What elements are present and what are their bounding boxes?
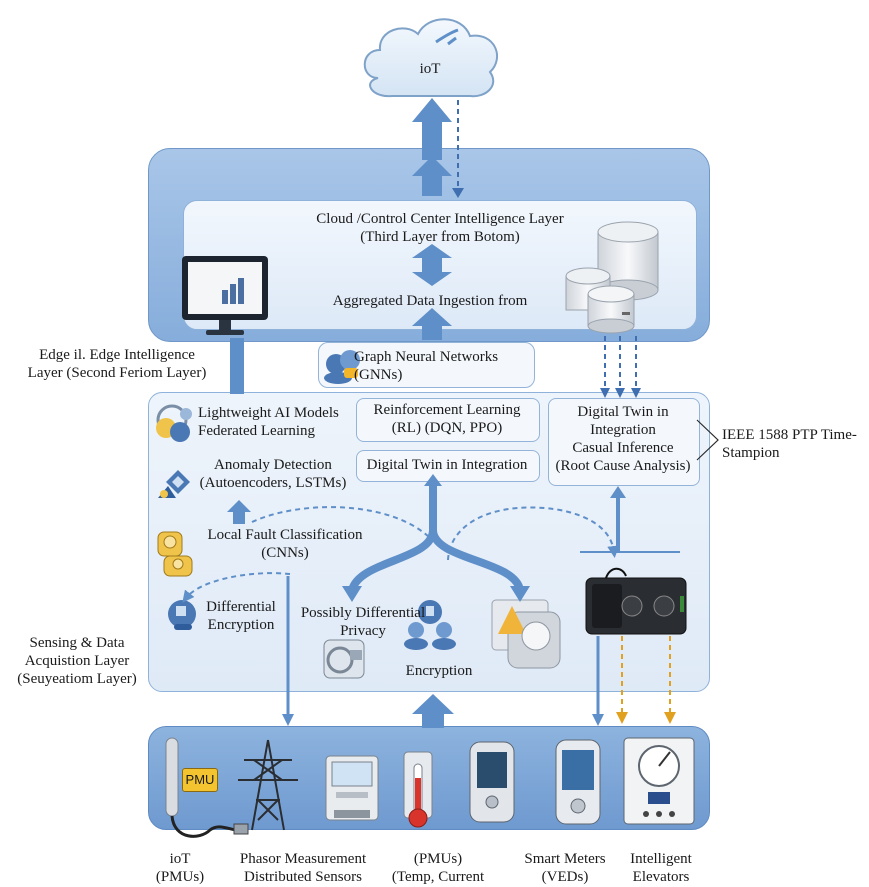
differential-encryption-icon [168, 600, 196, 630]
device-label-pmus: (PMUs) (Temp, Current [391, 851, 485, 885]
arrow-up-from-devices [412, 694, 454, 728]
fork-arrow [348, 484, 524, 592]
device-label-iot: ioT (PMUs) [155, 851, 205, 885]
arrow-up-anomaly [227, 500, 251, 524]
elevator-icon [623, 737, 695, 825]
dashed-curve-fault [251, 506, 431, 539]
rl-label: Reinforcement Learning (RL) (DQN, PPO) [373, 402, 521, 436]
ieee-bracket [696, 419, 719, 461]
transmission-tower-icon [238, 739, 298, 831]
diff-privacy-label: Possibly Differential Privacy [300, 605, 426, 639]
ingestion-label: Aggregated Data Ingestion from [332, 293, 528, 309]
lightweight-label: Lightweight AI Models Federated Learning [198, 405, 339, 439]
database-icon [565, 221, 659, 334]
cloud-icon [363, 18, 499, 98]
digital-twin-inference-box [548, 398, 700, 486]
dashed-curve-right [447, 506, 620, 561]
cloud-label: ioT [419, 61, 441, 77]
security-device-icon [491, 599, 561, 669]
encryption-label: Encryption [405, 663, 473, 679]
ieee-label: IEEE 1588 PTP Time- Stampion [722, 427, 857, 461]
device-label-phasor: Phasor Measurement Distributed Sensors [239, 851, 367, 885]
rl-box [356, 398, 540, 442]
arrow-up-digital-twin [580, 486, 680, 553]
gnn-label: Graph Neural Networks (GNNs) [354, 349, 499, 383]
privacy-icon [323, 639, 365, 679]
digital-twin-box-label: Digital Twin in Integration Casual Infer… [555, 404, 691, 474]
edge-to-cloud-connector [230, 338, 244, 394]
double-arrow-ingestion [412, 244, 452, 286]
device-label-elevators: Intelligent Elevators [630, 851, 692, 885]
federated-learning-icon [156, 404, 192, 442]
device-label-smart-meters: Smart Meters (VEDs) [524, 851, 606, 885]
encryption-icon [404, 600, 456, 650]
sensing-layer-side-label: Sensing & Data Acquistion Layer (Seuyeat… [17, 635, 137, 687]
gnn-icon [324, 350, 360, 384]
digital-twin-small-box [356, 450, 540, 482]
handheld-meter-icon [469, 741, 515, 823]
smart-meter-icon [555, 739, 601, 825]
meter-device-icon [585, 567, 687, 635]
anomaly-detection-icon [158, 470, 190, 498]
cloud-layer-title: Cloud /Control Center Intelligence Layer [316, 211, 564, 227]
fault-label: Local Fault Classification (CNNs) [207, 527, 363, 561]
pmu-device-icon [165, 737, 249, 838]
monitor-icon [182, 256, 268, 335]
cloud-layer-subtitle: (Third Layer from Botom) [360, 229, 520, 245]
edge-layer-side-label: Edge il. Edge Intelligence Layer (Second… [27, 347, 207, 381]
dashed-arrows-db-to-edge [604, 336, 637, 394]
arrow-up-ingestion [412, 308, 452, 340]
dashed-curve-diff-enc [182, 572, 291, 603]
digital-twin-small-label: Digital Twin in Integration [366, 457, 528, 473]
pmu-tag: PMU [182, 768, 218, 792]
arrow-up-to-cloud [412, 98, 452, 196]
dashed-orange-arrows [621, 636, 671, 716]
sensor-device-icon [325, 755, 379, 821]
diff-enc-label: Differential Encryption [206, 599, 276, 633]
anomaly-label: Anomaly Detection (Autoencoders, LSTMs) [199, 457, 347, 491]
fault-classification-icon [157, 531, 193, 577]
thermometer-icon [403, 751, 433, 828]
